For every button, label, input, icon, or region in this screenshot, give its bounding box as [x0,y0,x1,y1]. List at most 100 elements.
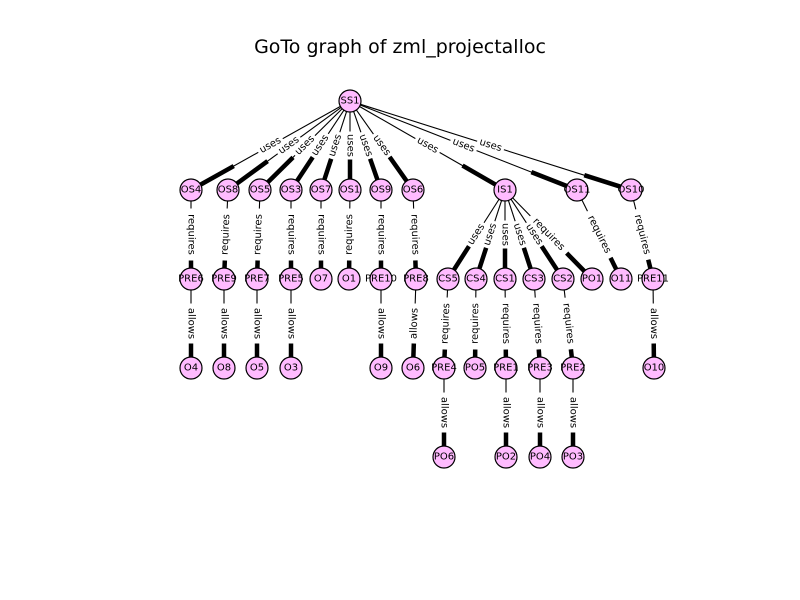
edge-arrowhead [387,154,409,183]
node-circle [179,356,203,380]
edge-label: uses [415,135,440,156]
node-label: CS3 [524,274,544,285]
edge-label: allows [648,308,659,339]
edge-arrowhead [583,173,622,189]
edge-label-bg [412,133,443,158]
node-label: OS10 [618,185,645,196]
edge-label-bg [582,208,616,261]
edge-pre9-o8: allows [218,290,230,357]
node-label: O3 [284,363,298,374]
edge-label-group: allows [407,303,422,344]
edge-label-bg [407,303,422,344]
edge-pre5-o3: allows [285,290,297,357]
edge-arrowhead [366,153,380,181]
node-label: SS1 [340,96,359,107]
edge-label-bg [355,130,376,161]
node-pre5: PRE5 [278,267,304,291]
edge-arrowhead [266,155,295,184]
edge-label-bg [407,208,422,261]
node-label: OS1 [340,185,361,196]
edge-os9-pre10: requires [375,201,387,268]
edge-label: allows [376,308,387,339]
edge-os10-pre11: requires [629,200,655,269]
node-cs4: CS4 [464,267,488,291]
edge-label: requires [408,214,420,255]
node-os8: OS8 [216,178,240,202]
edge-label: allows [286,308,297,339]
edge-cs5-pre4: requires [438,289,454,358]
edge-label-group: requires [185,208,197,261]
node-label: O11 [611,274,632,285]
edge-label-group: allows [185,303,197,344]
edge-label: requires [585,214,613,255]
node-is1: IS1 [493,178,517,202]
node-label: PO4 [530,452,550,463]
node-label: PRE7 [244,274,270,285]
edge-label-bg [285,303,297,344]
edge-cs2-pre2: requires [559,289,577,358]
node-circle [494,445,518,469]
node-label: CS2 [553,274,573,285]
edge-label-group: requires [343,208,356,261]
edge-is1-cs1: uses [499,201,511,268]
edge-arrowhead [199,164,235,187]
node-o8: O8 [212,356,236,380]
node-os6: OS6 [401,178,425,202]
edge-label: requires [560,303,575,345]
edge-label-bg [344,131,356,160]
node-circle [337,267,361,291]
node-label: PRE6 [178,274,204,285]
graph-title: GoTo graph of zml_projectalloc [254,36,546,58]
node-label: OS9 [371,185,392,196]
edge-label-group: allows [438,392,450,433]
node-circle [565,178,589,202]
edge-label-bg [534,392,546,433]
node-circle [432,445,456,469]
edge-label-bg [307,130,334,161]
edge-arrowhead [461,163,497,187]
edge-label-bg [375,303,387,344]
edge-ss1-os10: uses [360,103,622,189]
node-label: PO3 [563,452,583,463]
edge-label: requires [344,214,355,255]
node-ss1: SS1 [338,89,362,113]
node-circle [309,178,333,202]
node-circle [369,178,393,202]
node-circle [528,445,552,469]
node-os1: OS1 [338,178,362,202]
edge-label-group: allows [534,392,546,433]
node-label: O6 [406,363,420,374]
edge-label-group: allows [567,392,579,433]
edge-ss1-os1: uses [344,112,356,179]
edge-label: requires [440,303,453,344]
edge-label-group: requires [469,297,482,350]
node-label: PRE4 [431,363,457,374]
node-label: PRE2 [560,363,586,374]
edge-pre3-po4: allows [534,379,546,446]
edge-label-bg [500,392,512,433]
edge-label: allows [252,308,263,339]
node-label: CS4 [466,274,486,285]
node-os5: OS5 [248,178,272,202]
edge-pre1-po2: allows [500,379,512,446]
edge-label: allows [568,397,579,428]
edge-cs3-pre3: requires [529,289,545,358]
edge-os4-pre6: requires [185,201,197,268]
node-o7: O7 [309,267,333,291]
node-circle [245,356,269,380]
node-circle [642,356,666,380]
node-label: O5 [250,363,264,374]
edge-label-bg [255,133,286,158]
node-o11: O11 [609,267,633,291]
node-cs1: CS1 [493,267,517,291]
node-label: PRE9 [211,274,237,285]
edge-label-group: requires [285,208,297,261]
node-circle [528,356,552,380]
node-circle [369,356,393,380]
edge-label: uses [345,134,356,157]
edge-label-group: requires [499,297,512,350]
edge-label-group: requires [438,297,454,350]
edge-label-bg [185,303,197,344]
edge-label-group: requires [529,297,545,350]
node-os3: OS3 [279,178,303,202]
